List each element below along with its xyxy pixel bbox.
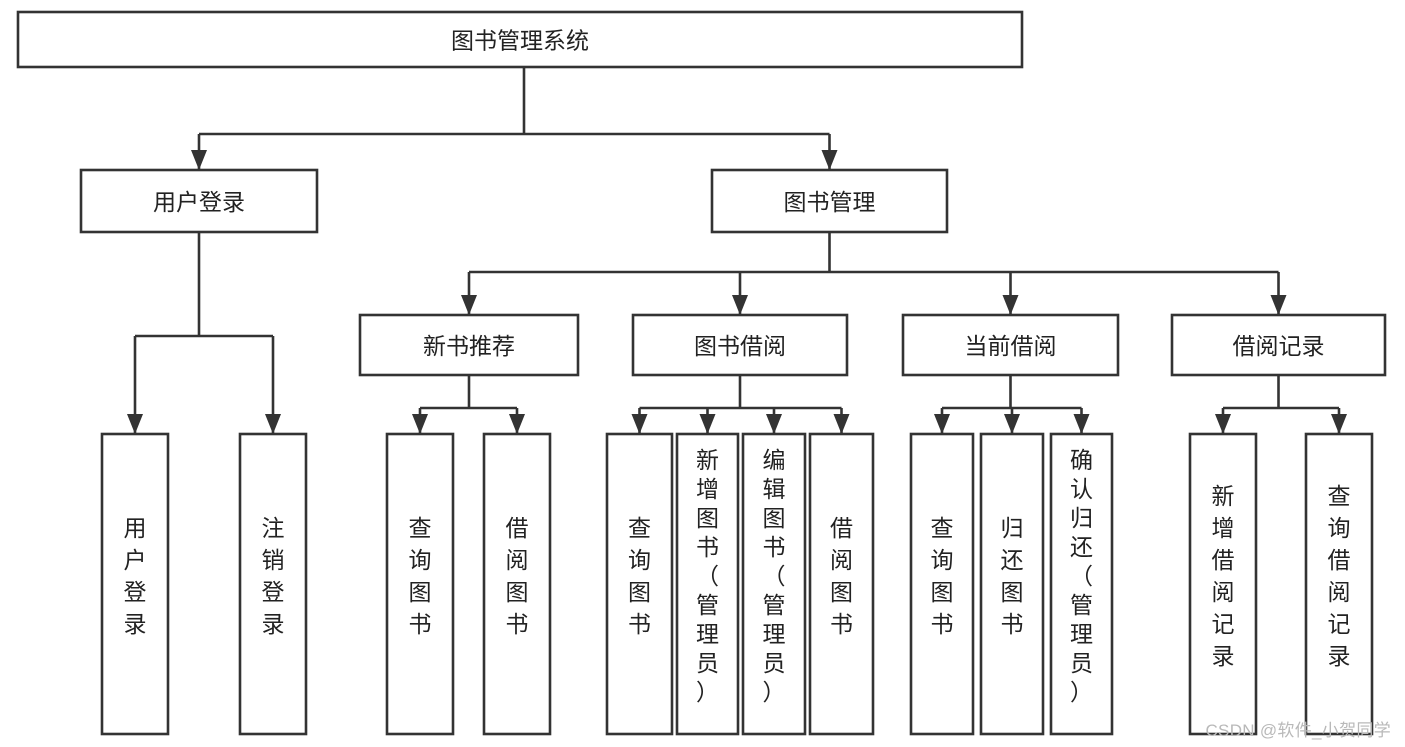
arrow-head-icon [1215,414,1231,434]
node-newbook[interactable]: 新书推荐 [358,313,580,377]
arrow-head-icon [1002,295,1019,315]
arrow-head-icon [699,414,716,434]
arrow-head-icon [127,414,143,434]
node-box [1188,432,1258,736]
node-leaf-5[interactable]: 查询图书 [605,432,674,736]
node-label: 新增图书（管理员） [696,447,719,705]
node-box [1170,313,1387,377]
node-box [100,432,170,736]
node-current[interactable]: 当前借阅 [901,313,1120,377]
arrow-head-icon [509,414,525,434]
node-box [385,432,455,736]
edge-group-borrow [631,375,850,434]
node-leaf-6[interactable]: 新增图书（管理员） [675,432,740,736]
node-label: 借阅图书 [506,515,529,637]
node-label: 查询图书 [931,515,954,637]
node-label: 新书推荐 [423,333,515,359]
node-leaf-4[interactable]: 借阅图书 [482,432,552,736]
node-leaf-7[interactable]: 编辑图书（管理员） [741,432,807,736]
node-box [901,313,1120,377]
node-bookmgmt[interactable]: 图书管理 [710,168,949,234]
node-label: 确认归还（管理员） [1070,447,1093,705]
edge-group-records [1215,375,1347,434]
node-box [1304,432,1374,736]
node-box [741,432,807,736]
arrow-head-icon [833,414,850,434]
node-label: 当前借阅 [965,333,1057,359]
connector-layer [127,67,1347,434]
node-box [238,432,308,736]
node-box [808,432,875,736]
node-box [675,432,740,736]
node-layer: 图书管理系统用户登录图书管理新书推荐图书借阅当前借阅借阅记录用户登录注销登录查询… [16,10,1387,736]
node-leaf-12[interactable]: 新增借阅记录 [1188,432,1258,736]
node-root[interactable]: 图书管理系统 [16,10,1024,69]
node-label: 图书管理系统 [451,28,589,54]
arrow-head-icon [1004,414,1020,434]
node-box [1049,432,1114,736]
node-box [482,432,552,736]
node-label: 查询借阅记录 [1328,483,1351,669]
node-label: 编辑图书（管理员） [763,447,786,705]
watermark-label: CSDN @软件_小贺同学 [1205,721,1391,740]
node-label: 归还图书 [1001,515,1024,637]
node-records[interactable]: 借阅记录 [1170,313,1387,377]
arrow-head-icon [1331,414,1347,434]
arrow-head-icon [412,414,428,434]
node-label: 图书借阅 [694,333,786,359]
edge-group-login [127,232,281,434]
node-leaf-1[interactable]: 用户登录 [100,432,170,736]
edge-group-newbook [412,375,525,434]
arrow-head-icon [766,414,782,434]
node-leaf-3[interactable]: 查询图书 [385,432,455,736]
node-label: 新增借阅记录 [1212,483,1235,669]
edge-group-root [191,67,838,170]
node-box [979,432,1045,736]
node-box [631,313,849,377]
arrow-head-icon [821,150,838,170]
node-leaf-11[interactable]: 确认归还（管理员） [1049,432,1114,736]
node-label: 图书管理 [784,189,876,215]
arrow-head-icon [631,414,648,434]
node-box [710,168,949,234]
node-label: 用户登录 [153,189,245,215]
node-leaf-10[interactable]: 归还图书 [979,432,1045,736]
node-label: 注销登录 [262,515,285,637]
node-box [909,432,975,736]
arrow-head-icon [265,414,281,434]
node-leaf-13[interactable]: 查询借阅记录 [1304,432,1374,736]
node-label: 借阅图书 [830,515,853,637]
arrow-head-icon [191,150,207,170]
arrow-head-icon [1073,414,1090,434]
arrow-head-icon [1270,295,1287,315]
node-login[interactable]: 用户登录 [79,168,319,234]
arrow-head-icon [732,295,748,315]
node-box [605,432,674,736]
node-borrow[interactable]: 图书借阅 [631,313,849,377]
node-label: 查询图书 [628,515,651,637]
node-leaf-2[interactable]: 注销登录 [238,432,308,736]
node-box [79,168,319,234]
edge-group-current [934,375,1090,434]
node-leaf-9[interactable]: 查询图书 [909,432,975,736]
node-label: 用户登录 [124,515,147,637]
edge-group-bookmgmt [461,232,1287,315]
node-box [358,313,580,377]
node-box [16,10,1024,69]
node-label: 借阅记录 [1233,333,1325,359]
arrow-head-icon [461,295,477,315]
node-label: 查询图书 [409,515,432,637]
arrow-head-icon [934,414,950,434]
node-leaf-8[interactable]: 借阅图书 [808,432,875,736]
